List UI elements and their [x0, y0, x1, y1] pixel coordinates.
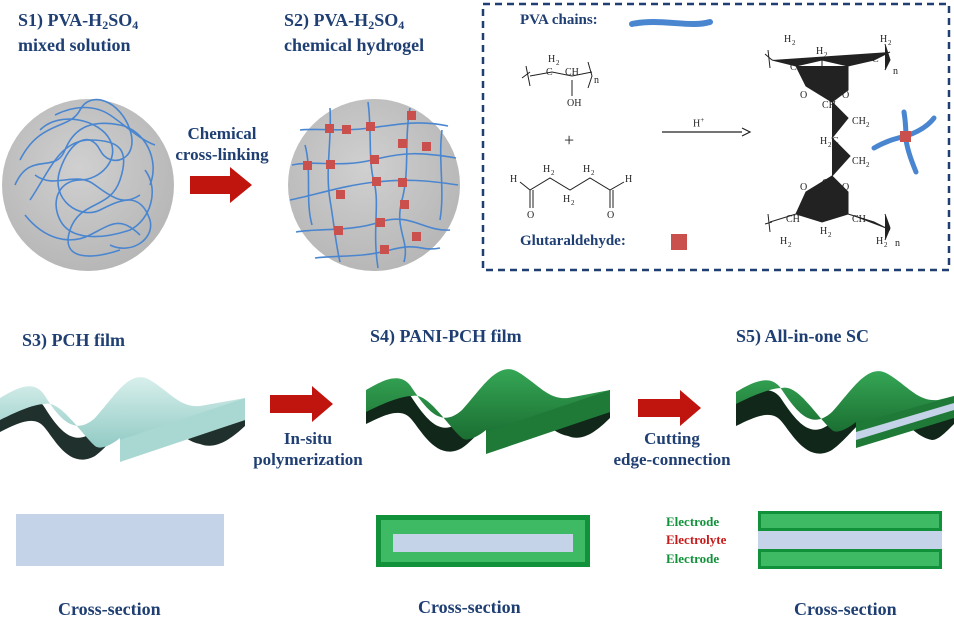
svg-text:C: C	[546, 67, 553, 78]
svg-text:H: H	[880, 34, 887, 45]
svg-text:H: H	[625, 174, 632, 185]
svg-text:O: O	[527, 210, 534, 221]
s5-cross-section-label: Cross-section	[794, 599, 897, 619]
svg-text:CH: CH	[822, 178, 836, 189]
svg-text:2: 2	[824, 51, 828, 59]
s4-cross-section	[376, 515, 590, 567]
s4-cross-section-label: Cross-section	[418, 597, 521, 617]
svg-text:H: H	[543, 164, 550, 175]
svg-text:O: O	[842, 90, 849, 101]
svg-text:CH: CH	[852, 116, 866, 127]
svg-text:2: 2	[884, 241, 888, 249]
svg-text:H: H	[784, 34, 791, 45]
electrode-top-label: Electrode	[666, 514, 720, 529]
svg-text:2: 2	[792, 39, 796, 47]
arrow-3	[638, 390, 701, 426]
catalyst-label: H+	[693, 116, 705, 130]
svg-text:2: 2	[866, 121, 870, 129]
svg-text:n: n	[594, 75, 599, 86]
reaction-box	[481, 2, 951, 272]
s5-title: S5) All-in-one SC	[736, 326, 870, 346]
s3-cross-section-label: Cross-section	[58, 599, 161, 619]
s2-title: S2) PVA-H2SO4 chemical hydrogel	[284, 10, 425, 55]
svg-text:H: H	[548, 54, 555, 65]
svg-text:CH: CH	[565, 67, 579, 78]
s1-title: S1) PVA-H2SO4 mixed solution	[18, 10, 139, 55]
svg-text:n: n	[893, 66, 898, 77]
svg-text:H: H	[816, 46, 823, 57]
crosslink-glyph	[871, 109, 937, 175]
svg-text:2: 2	[866, 161, 870, 169]
svg-text:OH: OH	[567, 98, 581, 109]
svg-text:2: 2	[551, 169, 555, 177]
svg-text:O: O	[842, 182, 849, 193]
svg-text:C: C	[832, 136, 839, 147]
s1-solution-circle	[2, 98, 174, 271]
svg-text:CH: CH	[786, 214, 800, 225]
crosslink-points	[303, 111, 431, 254]
process-arrows	[190, 167, 701, 426]
svg-text:C: C	[872, 54, 879, 65]
pva-chain-tangle	[14, 98, 156, 257]
s2-hydrogel-circle	[288, 99, 460, 271]
svg-text:2: 2	[888, 39, 892, 47]
s4-pani-pch-film	[366, 369, 610, 454]
s5-all-in-one-film	[736, 371, 954, 454]
svg-text:C: C	[790, 62, 797, 73]
svg-text:CH: CH	[852, 156, 866, 167]
svg-text:H: H	[583, 164, 590, 175]
svg-text:2: 2	[571, 199, 575, 207]
glutaraldehyde-label: Glutaraldehyde:	[520, 233, 626, 249]
svg-text:H: H	[876, 236, 883, 247]
arrow-1	[190, 167, 252, 203]
svg-text:CH: CH	[852, 214, 866, 225]
svg-text:n: n	[895, 238, 900, 249]
svg-text:H: H	[563, 194, 570, 205]
svg-text:2: 2	[828, 141, 832, 149]
svg-text:2: 2	[591, 169, 595, 177]
svg-text:2: 2	[556, 59, 560, 67]
pva-chain-swatch	[629, 19, 713, 27]
glutaraldehyde-swatch	[671, 234, 687, 250]
svg-text:O: O	[800, 90, 807, 101]
crosslinked-product-structure	[764, 43, 891, 241]
electrode-bottom-label: Electrode	[666, 551, 720, 566]
pva-chains-label: PVA chains:	[520, 12, 598, 28]
svg-text:H: H	[780, 236, 787, 247]
svg-text:O: O	[800, 182, 807, 193]
s4-title: S4) PANI-PCH film	[370, 326, 522, 346]
electrolyte-label: Electrolyte	[666, 532, 727, 547]
svg-text:O: O	[607, 210, 614, 221]
svg-text:CH: CH	[812, 68, 826, 79]
s3-title: S3) PCH film	[22, 330, 125, 350]
plus-sign: +	[564, 130, 574, 150]
svg-text:CH: CH	[848, 54, 862, 65]
reaction-arrow	[662, 127, 752, 137]
s3-cross-section	[16, 514, 224, 566]
s5-cross-section	[758, 511, 942, 569]
svg-text:H: H	[510, 174, 517, 185]
arrow-2	[270, 386, 333, 422]
s3-pch-film	[0, 377, 245, 462]
svg-text:2: 2	[788, 241, 792, 249]
svg-text:H: H	[820, 226, 827, 237]
svg-text:H: H	[820, 136, 827, 147]
svg-text:2: 2	[828, 231, 832, 239]
svg-text:CH: CH	[822, 100, 836, 111]
